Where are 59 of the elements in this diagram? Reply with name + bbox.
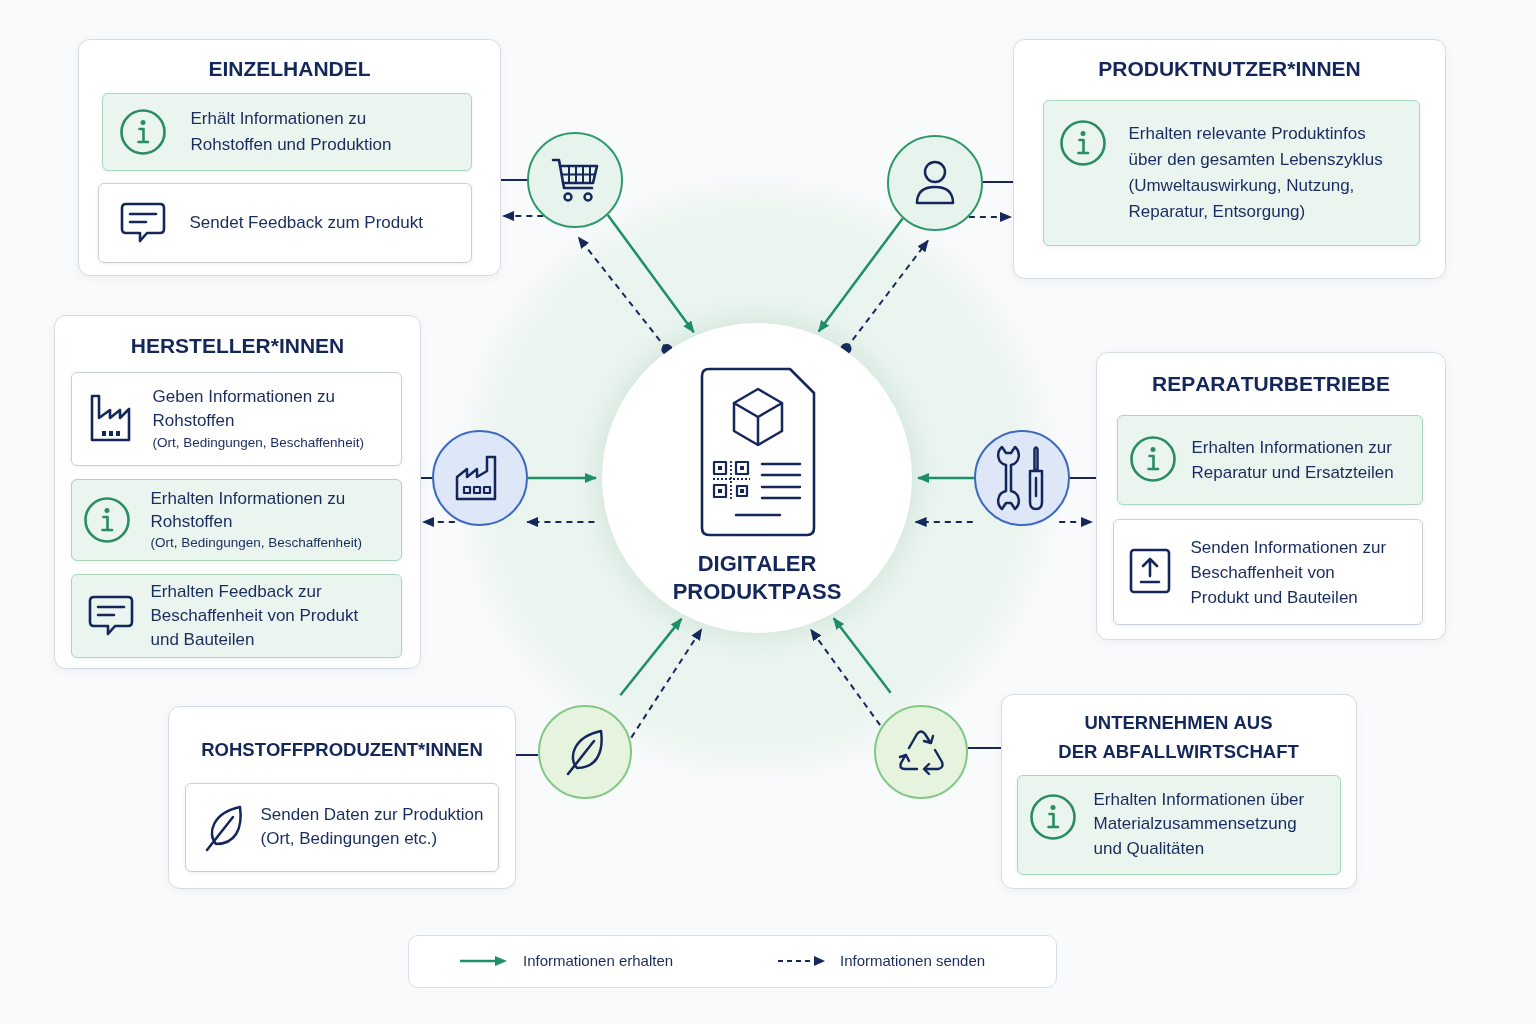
connector-line	[1069, 477, 1097, 479]
legend-text: Informationen erhalten	[523, 952, 674, 970]
arrow	[606, 214, 695, 333]
group-title: EINZELHANDEL	[208, 56, 371, 82]
group-title: PRODUKTNUTZER*INNEN	[1098, 56, 1361, 82]
dashed-arrow	[914, 517, 974, 527]
group-panel	[1001, 694, 1357, 889]
group-title: REPARATURBETRIEBE	[1152, 371, 1390, 397]
card-note: (Ort, Bedingungen, Beschaffenheit)	[152, 433, 365, 452]
connector-line	[515, 754, 540, 756]
hub-title: DIGITALER PRODUKTPASS	[672, 550, 842, 606]
card-note: (Ort, Bedingungen, Beschaffenheit)	[150, 533, 363, 552]
dashed-arrow	[502, 211, 545, 221]
dashed-arrow	[840, 239, 929, 355]
arrow	[619, 618, 683, 697]
group-panel	[54, 315, 421, 669]
info-card	[70, 478, 402, 561]
group-panel	[1096, 352, 1446, 640]
group-panel	[168, 706, 516, 889]
card-text: Erhalten Feedback zur Beschaffenheit von Produkt und Bauteilen	[150, 580, 360, 651]
info-card	[70, 371, 402, 466]
arrow	[832, 617, 892, 694]
info-card	[1042, 99, 1420, 246]
arrow	[917, 473, 974, 483]
connector-line	[500, 179, 528, 181]
info-card	[101, 92, 472, 171]
card-text: Senden Informationen zur Beschaffenheit von Produkt und Bauteilen	[1190, 536, 1388, 608]
connector-line	[982, 181, 1014, 183]
info-card	[1116, 414, 1423, 505]
card-text: Erhalten Informationen zur Reparatur und Ersatzteilen	[1191, 436, 1395, 484]
legend-text: Informationen senden	[840, 952, 986, 970]
card-text: Geben Informationen zu Rohstoffen	[152, 385, 336, 432]
group-panel	[1013, 39, 1446, 279]
group-title: HERSTELLER*INNEN	[130, 333, 345, 359]
group-title: ROHSTOFFPRODUZENT*INNEN	[201, 738, 483, 762]
connector-line	[420, 477, 433, 479]
info-card	[1112, 518, 1423, 625]
dashed-arrow	[630, 628, 703, 739]
card-text: Erhält Informationen zu Rohstoffen und Produktion	[190, 107, 393, 156]
dashed-arrow	[1058, 517, 1093, 527]
info-card	[70, 573, 402, 658]
dashed-arrow	[422, 517, 456, 527]
dashed-arrow	[526, 517, 596, 527]
card-text: Senden Daten zur Produktion (Ort, Bedingungen etc.)	[260, 804, 485, 850]
info-card	[1016, 774, 1341, 875]
arrow	[817, 217, 904, 333]
arrow	[528, 473, 597, 483]
group-panel	[78, 39, 501, 276]
info-card	[97, 182, 472, 263]
connector-line	[966, 747, 1002, 749]
card-text: Sendet Feedback zum Produkt	[189, 211, 424, 234]
card-text: Erhalten Informationen zu Rohstoffen	[150, 487, 347, 533]
dashed-arrow	[577, 236, 673, 355]
card-text: Erhalten Informationen über Materialzusammensetzung und Qualitäten	[1093, 788, 1306, 860]
dashed-arrow	[967, 212, 1012, 222]
group-title: UNTERNEHMEN AUS DER ABFALLWIRTSCHAFT	[1057, 711, 1300, 764]
card-text: Erhalten relevante Produktinfos über den gesamten Lebenszyklus (Umweltauswirkung, Nutzung, Reparatur, Entsorgung)	[1128, 122, 1384, 223]
dashed-arrow	[809, 628, 882, 727]
info-card	[184, 782, 499, 872]
